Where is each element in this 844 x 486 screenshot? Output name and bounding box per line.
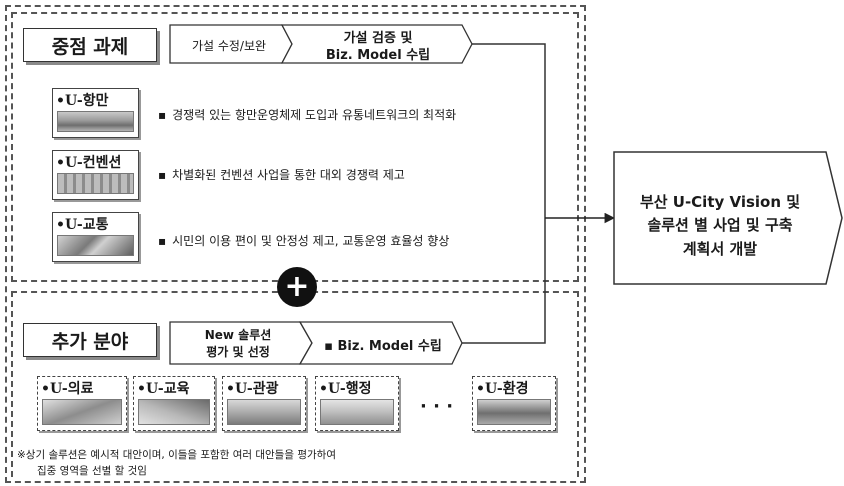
thumb-u-administration-label: •U-행정 (319, 381, 372, 397)
core-step1-label: 가설 수정/보완 (191, 39, 267, 53)
convention-photo (57, 173, 134, 194)
thumb-u-traffic: •U-교통 (52, 212, 139, 262)
thumb-u-tourism-label: •U-관광 (226, 381, 279, 397)
footnote-line1: ※상기 솔루션은 예시적 대안이며, 이들을 포함한 여러 대안들을 평가하여 (17, 449, 336, 461)
core-item-traffic-desc: 시민의 이용 편이 및 안정성 제고, 교통운영 효율성 향상 (172, 234, 450, 248)
core-item-port-desc: 경쟁력 있는 항만운영체제 도입과 유통네트워크의 최적화 (172, 108, 457, 122)
thumb-u-administration: •U-행정 (315, 376, 399, 431)
target-result-text: 부산 U-City Vision 및 솔루션 별 사업 및 구축 계획서 개발 (620, 191, 820, 261)
thumb-u-environment-label: •U-환경 (476, 381, 529, 397)
thumb-u-port-label: •U-항만 (56, 93, 109, 109)
thumb-u-education-label: •U-교육 (137, 381, 190, 397)
core-item-port-text: ▪경쟁력 있는 항만운영체제 도입과 유통네트워크의 최적화 (158, 108, 457, 122)
core-item-traffic-text: ▪시민의 이용 편이 및 안정성 제고, 교통운영 효율성 향상 (158, 234, 450, 248)
additional-step1-label-line1: New 솔루션 (204, 328, 272, 342)
thumb-u-convention-label: •U-컨벤션 (56, 155, 122, 171)
education-photo (138, 399, 210, 425)
additional-step2-label: ▪ Biz. Model 수립 (324, 339, 442, 354)
core-step2-label-line2: Biz. Model 수립 (325, 48, 431, 63)
tourism-photo (227, 399, 301, 425)
core-connector (472, 43, 546, 218)
thumb-u-traffic-label: •U-교통 (56, 217, 109, 233)
target-line2: 솔루션 별 사업 및 구축 (647, 216, 793, 235)
additional-fields-heading: 추가 분야 (23, 323, 157, 357)
outer-dashed-frame (5, 5, 586, 483)
thumb-u-medical-label: •U-의료 (41, 381, 94, 397)
thumb-u-tourism: •U-관광 (222, 376, 306, 431)
additional-step2-shape (298, 321, 463, 365)
target-shape (613, 151, 843, 285)
thumb-u-port: •U-항만 (52, 88, 139, 138)
thumb-u-convention: •U-컨벤션 (52, 150, 139, 200)
core-step2-shape (280, 24, 473, 64)
target-line3: 계획서 개발 (682, 239, 758, 258)
environment-photo (477, 399, 551, 425)
thumb-u-environment: •U-환경 (472, 376, 556, 431)
plus-icon: + (277, 267, 317, 307)
thumb-u-medical: •U-의료 (37, 376, 127, 431)
administration-photo (320, 399, 394, 425)
core-step2-label-line1: 가설 검증 및 (343, 31, 413, 46)
port-photo (57, 111, 134, 132)
medical-photo (42, 399, 122, 425)
traffic-photo (57, 235, 134, 256)
additional-step1-label-line2: 평가 및 선정 (206, 345, 270, 359)
target-line1: 부산 U-City Vision 및 (639, 193, 801, 211)
more-ellipsis: · · · (420, 396, 454, 417)
thumb-u-education: •U-교육 (133, 376, 215, 431)
footnote-line2: 집중 영역을 선별 할 것임 (37, 465, 147, 477)
core-tasks-heading: 중점 과제 (23, 28, 157, 62)
core-item-convention-desc: 차별화된 컨벤션 사업을 통한 대외 경쟁력 제고 (172, 168, 405, 182)
core-item-convention-text: ▪차별화된 컨벤션 사업을 통한 대외 경쟁력 제고 (158, 168, 405, 182)
additional-connector (462, 218, 546, 344)
